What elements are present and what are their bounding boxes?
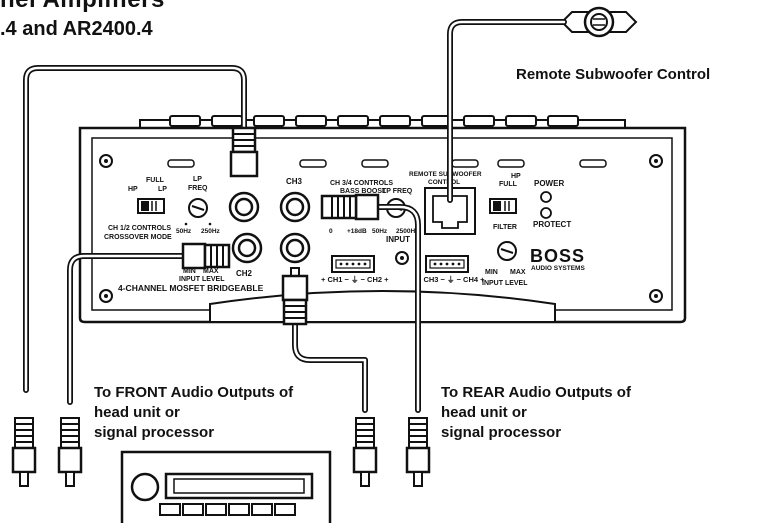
ch2-label: CH2 [236,269,253,278]
amplifier: FULL HP LP CH 1/2 CONTROLS CROSSOVER MOD… [78,115,687,324]
ch3-label: CH3 [286,177,303,186]
input-level-right-knob[interactable] [497,241,517,261]
front-line-3: signal processor [94,424,215,441]
remote-control-label: Remote Subwoofer Control [516,66,711,83]
front-line-1: To FRONT Audio Outputs of [94,384,294,401]
front-line-2: head unit or [94,404,180,421]
head-unit-display [164,472,314,500]
input-level-left-max: MAX [203,268,219,275]
switch-lp-label: LP [158,186,167,193]
ch34-lp-max: 2500Hz [396,228,419,235]
input-level-right-label: INPUT LEVEL [482,280,528,287]
rear-line-3: signal processor [441,424,562,441]
rca-plug-front-left [11,416,37,488]
head-unit [120,450,332,528]
rca-plug-rear-left [352,416,378,488]
filter-full-label: FULL [499,181,518,188]
page-subtitle: .4 and AR2400.4 [0,18,153,40]
crossover-mode-switch[interactable]: FULL HP LP [128,177,167,214]
lp-freq-min: 50Hz [176,228,192,235]
switch-full-label: FULL [146,177,165,184]
rca-input-ch2[interactable] [231,232,263,264]
terminal-left-label: + CH1 − ⏚ − CH2 + [321,275,389,284]
bass-boost-min: 0 [329,228,333,235]
input-level-right-min: MIN [485,269,498,276]
terminal-right-label: + CH3 − ⏚ − CH4 + [417,275,485,284]
lp-freq-max: 250Hz [201,228,221,235]
protect-led [540,207,552,219]
filter-hp-label: HP [511,173,521,180]
remote-subwoofer-control[interactable] [560,6,638,38]
protect-label: PROTECT [533,220,571,229]
boss-logo: BOSS [530,246,585,266]
rca-plug-rear-right [405,416,431,488]
page-title: nel Amplifiers [0,0,165,14]
filter-label: FILTER [493,224,517,231]
rca-input-ch4[interactable] [279,232,311,264]
ch34-lp-min: 50Hz [372,228,388,235]
crossover-mode-caption: CROSSOVER MODE [104,234,172,241]
speaker-terminal-left[interactable] [331,255,375,273]
rear-outputs-label: To REAR Audio Outputs of head unit or si… [441,383,681,443]
lp-freq-knob[interactable] [188,198,208,218]
head-unit-knob [130,472,160,502]
power-label: POWER [534,179,564,188]
bass-boost-label: BASS BOOST [340,188,387,195]
lp-freq-label-1: LP [193,176,202,183]
remote-port-label-2: CONTROL [428,179,460,186]
remote-port-label-1: REMOTE SUBWOOFER [409,171,482,178]
rca-input-ch1[interactable] [228,191,260,223]
rca-plug-ch1 [229,126,259,178]
switch-hp-label: HP [128,186,138,193]
rca-input-ch3[interactable] [279,191,311,223]
rear-line-2: head unit or [441,404,527,421]
input-level-left-label: INPUT LEVEL [179,276,225,283]
rca-plug-ch2 [181,242,231,270]
bridgeable-label: 4-CHANNEL MOSFET BRIDGEABLE [118,283,264,293]
ch12-controls-caption: CH 1/2 CONTROLS [108,225,171,232]
bass-boost-max: +18dB [347,228,367,235]
rca-plug-ch4 [281,267,309,326]
input-level-left-min: MIN [183,268,196,275]
lp-freq-label-2: FREQ [188,185,208,192]
rca-plug-ch3 [320,193,380,221]
power-led [540,191,552,203]
rca-plug-front-right [57,416,83,488]
input-level-right-max: MAX [510,269,526,276]
ch34-input-label: INPUT [386,235,410,244]
rear-line-1: To REAR Audio Outputs of [441,384,631,401]
speaker-terminal-right[interactable] [425,255,469,273]
front-outputs-label: To FRONT Audio Outputs of head unit or s… [94,383,324,443]
ch34-controls-title: CH 3/4 CONTROLS [330,180,393,187]
boss-logo-sub: AUDIO SYSTEMS [531,265,585,272]
filter-switch[interactable] [489,198,517,214]
ch34-lp-freq-label: LP FREQ [382,188,413,195]
